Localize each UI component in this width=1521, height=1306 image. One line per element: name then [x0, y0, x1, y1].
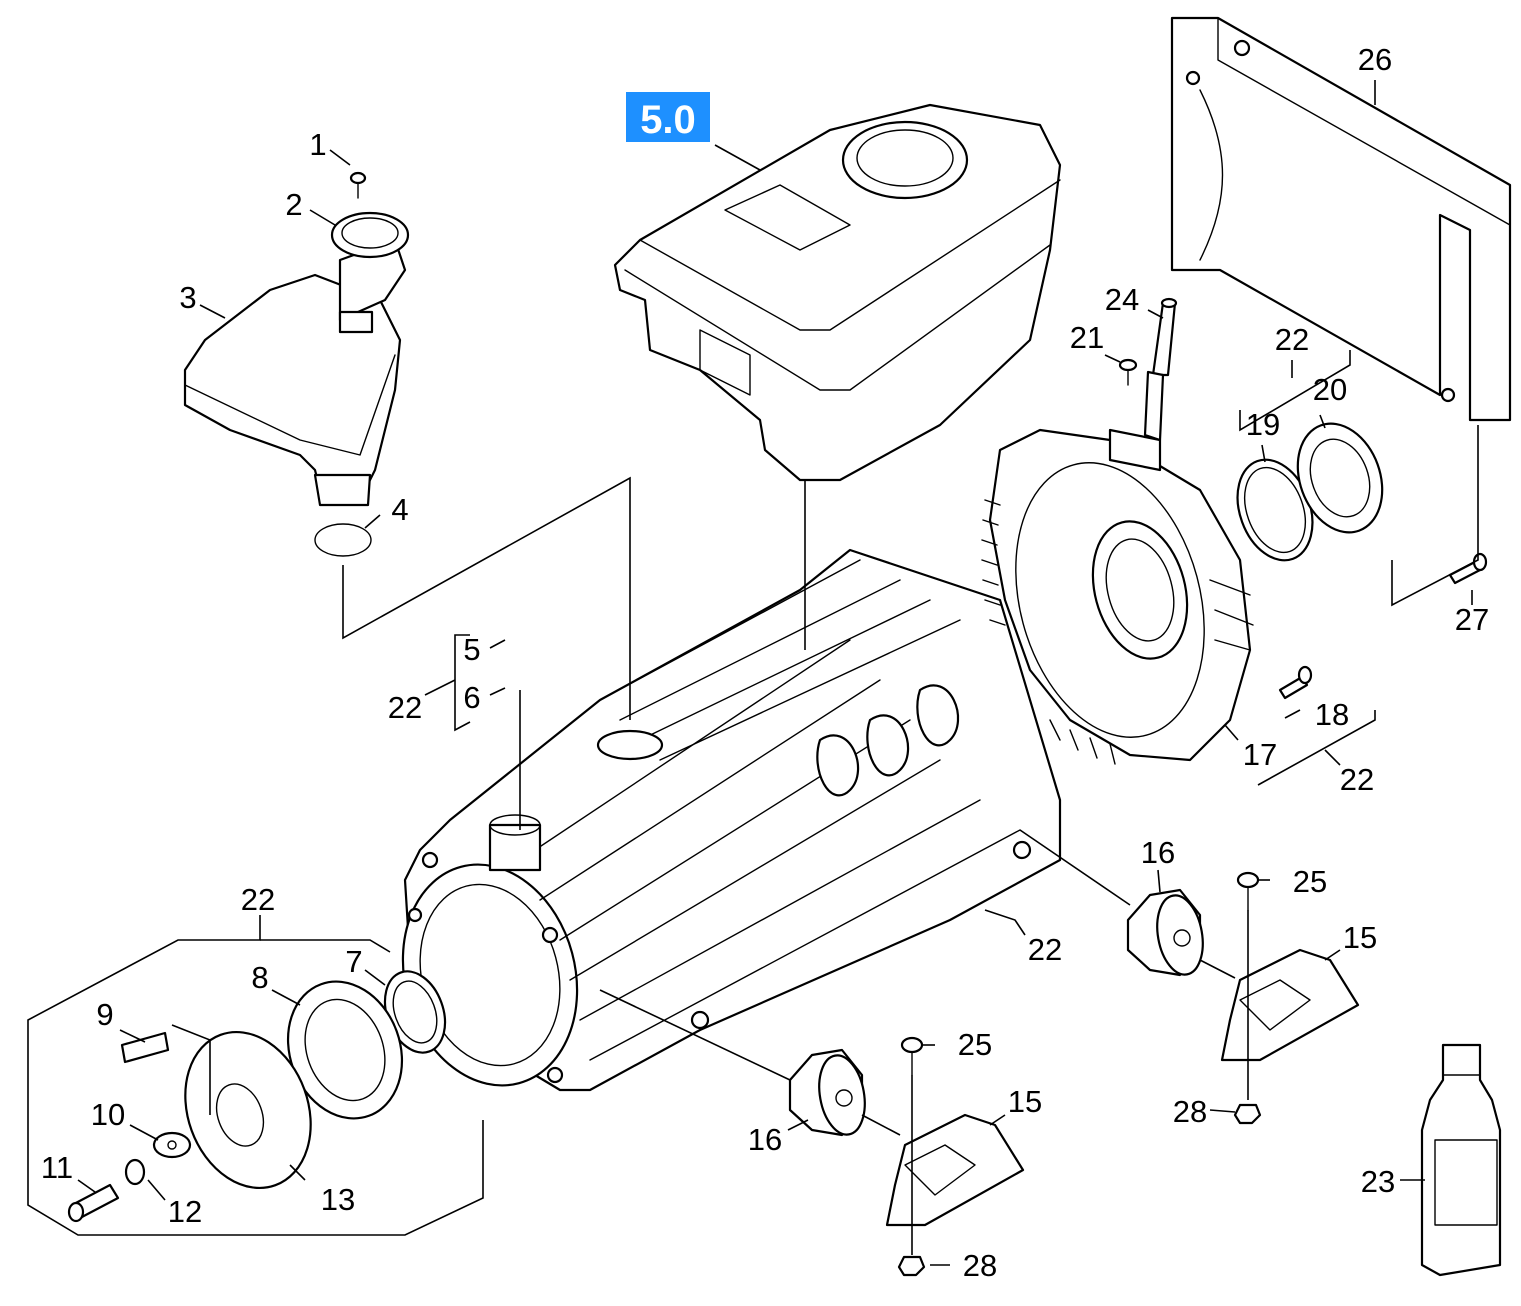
callout-25-a: 25: [1293, 864, 1327, 899]
callout-20: 20: [1313, 372, 1347, 407]
callout-4: 4: [391, 492, 408, 527]
leader-lines: [27, 80, 1479, 1266]
callout-3: 3: [179, 280, 196, 315]
callout-22-d: 22: [1028, 932, 1062, 967]
part-left-mount: [788, 1036, 1025, 1277]
callout-13: 13: [321, 1182, 355, 1217]
callout-11: 11: [41, 1150, 73, 1185]
section-badge-label: 5.0: [640, 98, 696, 142]
callout-25-b: 25: [958, 1027, 992, 1062]
part-reservoir: [183, 171, 410, 557]
callout-10: 10: [91, 1097, 125, 1132]
callout-22-a: 22: [388, 690, 422, 725]
callout-15-b: 15: [1008, 1084, 1042, 1119]
callout-26: 26: [1358, 42, 1392, 77]
callout-22-e: 22: [241, 882, 275, 917]
callout-16-b: 16: [748, 1122, 782, 1157]
part-hose-and-screw: [1118, 297, 1178, 442]
part-flange: [981, 428, 1254, 765]
part-right-mount: [1126, 871, 1360, 1125]
callout-15-a: 15: [1343, 920, 1377, 955]
callout-1: 1: [309, 127, 326, 162]
callout-2: 2: [285, 187, 302, 222]
callout-12: 12: [168, 1194, 202, 1229]
part-oil-bottle: [1420, 1043, 1502, 1277]
callout-24: 24: [1105, 282, 1139, 317]
callout-9: 9: [96, 997, 113, 1032]
part-26-plate: [1170, 16, 1512, 422]
callout-23: 23: [1361, 1164, 1395, 1199]
section-badge-background: [626, 92, 710, 142]
part-crankcase: [401, 548, 1062, 1092]
part-left-bearing-group: [67, 970, 447, 1223]
callout-28-b: 28: [963, 1248, 997, 1283]
callout-18: 18: [1315, 697, 1349, 732]
callout-6: 6: [463, 680, 480, 715]
callout-7: 7: [345, 944, 362, 979]
callout-labels: 1 2 3 4 5 6 22 24 21 22 19 20 26 27 18 1…: [41, 42, 1489, 1283]
part-bearing-rings: [1236, 422, 1384, 562]
callout-19: 19: [1246, 407, 1280, 442]
callout-17: 17: [1243, 737, 1277, 772]
callout-21: 21: [1070, 320, 1104, 355]
callout-28-a: 28: [1173, 1094, 1207, 1129]
callout-22-b: 22: [1275, 322, 1309, 357]
part-tank: [613, 103, 1062, 482]
callout-16-a: 16: [1141, 835, 1175, 870]
section-badge: 5.0: [626, 92, 710, 142]
callout-22-c: 22: [1340, 762, 1374, 797]
callout-27: 27: [1455, 602, 1489, 637]
callout-5: 5: [463, 632, 480, 667]
callout-8: 8: [251, 960, 268, 995]
